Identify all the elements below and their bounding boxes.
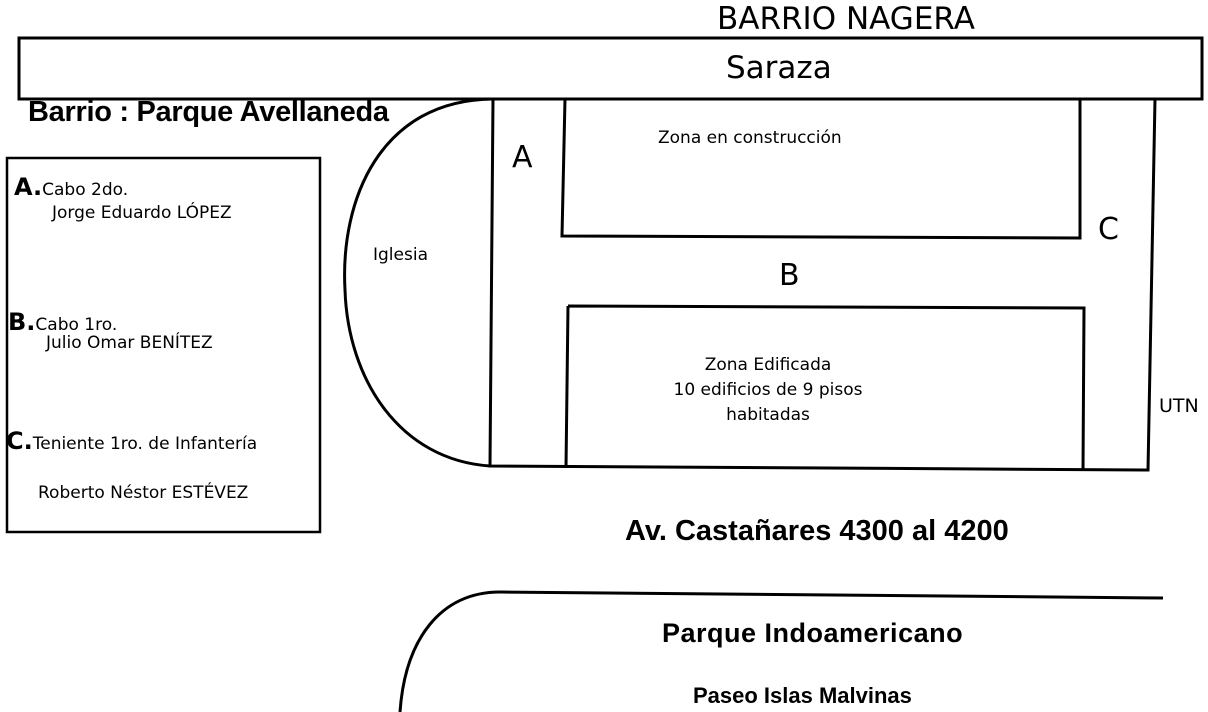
legend-rank: Cabo 1ro. [35, 315, 118, 335]
barrio-label: Barrio : Parque Avellaneda [28, 96, 389, 128]
park-label: Parque Indoamericano [662, 618, 964, 648]
legend-item-a: A.Cabo 2do. [14, 173, 128, 201]
built-zone-outline [564, 304, 1086, 472]
park-boundary [398, 590, 1164, 712]
saraza-street-band [17, 36, 1204, 101]
legend-item-b: B.Cabo 1ro. [8, 308, 117, 336]
legend-name: Jorge Eduardo LÓPEZ [52, 203, 232, 223]
promenade-label: Paseo Islas Malvinas [693, 683, 912, 708]
block-outline [488, 98, 1157, 472]
legend-name: Roberto Néstor ESTÉVEZ [38, 483, 249, 503]
utn-label: UTN [1159, 395, 1199, 417]
legend-key: C. [6, 427, 33, 455]
street-letter-b: B [779, 258, 800, 293]
street-letter-c: C [1098, 212, 1119, 247]
built-zone-line1: Zona Edificada [704, 355, 832, 375]
legend-item-c: C.Teniente 1ro. de Infantería [6, 427, 257, 455]
legend-key: B. [8, 308, 36, 336]
legend-box [5, 156, 322, 534]
street-letter-a: A [512, 140, 533, 175]
avenue-label: Av. Castañares 4300 al 4200 [625, 515, 1009, 547]
neighborhood-title: BARRIO NAGERA [717, 1, 975, 37]
construction-zone-label: Zona en construcción [658, 128, 842, 148]
church-outline [343, 97, 494, 468]
built-zone-line3: habitadas [726, 405, 810, 425]
built-zone-line2: 10 edificios de 9 pisos [673, 380, 863, 400]
legend-name: Julio Omar BENÍTEZ [46, 333, 213, 353]
built-zone-label: Zona Edificada 10 edificios de 9 pisos h… [658, 353, 878, 428]
legend-key: A. [14, 173, 43, 201]
legend-rank: Cabo 2do. [42, 180, 129, 200]
top-street-label: Saraza [726, 50, 832, 86]
construction-zone-outline [560, 98, 1082, 240]
legend-rank: Teniente 1ro. de Infantería [32, 434, 258, 454]
church-label: Iglesia [373, 245, 428, 265]
